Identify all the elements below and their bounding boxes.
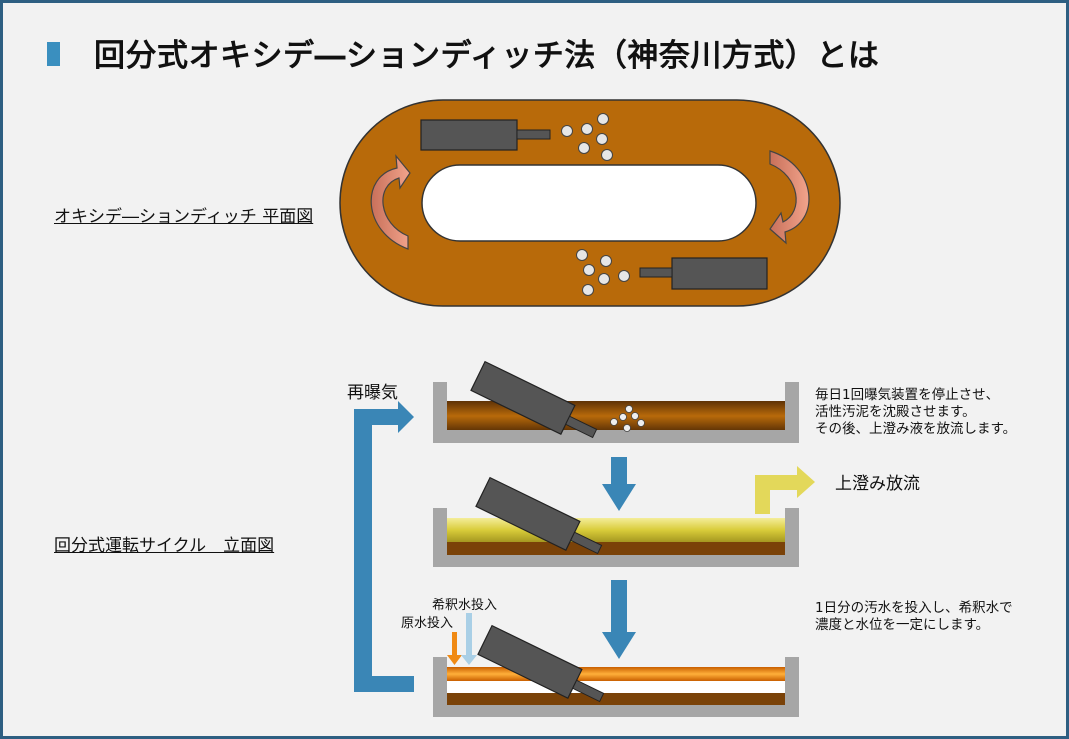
circulation-arrow-left [370,154,411,250]
settling-note-line: 毎日1回曝気装置を停止させ、 [815,387,1000,403]
discharge-label: 上澄み放流 [835,474,920,494]
tank-supernatant [433,476,799,567]
fill-note-line: 濃度と水位を一定にします。 [815,617,990,633]
settled-sludge-layer [447,542,785,555]
settling-bubbles [610,405,645,432]
activated-sludge-layer [447,401,785,431]
reaeration-label: 再曝気 [347,383,398,403]
page-title: 回分式オキシデ―ションディッチ法（神奈川方式）とは [94,38,880,74]
aerator-stopped-3 [477,624,605,703]
aerator-stopped-2 [475,476,603,555]
raw-water-label: 原水投入 [401,616,454,631]
aerator-bottom [639,257,768,290]
tank-settling [433,360,799,443]
settling-note-line: その後、上澄み液を放流します。 [815,421,1017,437]
air-bubbles-bottom [576,249,630,296]
tank-wall [433,382,799,443]
air-bubbles-top [561,113,613,161]
aerator-top [420,119,551,151]
supernatant-layer [447,518,785,542]
tank-wall [433,508,799,567]
tank-fill [433,624,799,717]
process-arrow-down-1 [602,457,636,511]
diluted-water-layer [447,681,785,693]
fill-note-line: 1日分の汚水を投入し、希釈水で [815,600,1013,616]
dilution-water-inflow-arrow [461,613,477,665]
tank-wall [433,657,799,717]
ditch-center-island [421,164,757,242]
aerator-stopped-1 [470,360,598,439]
settling-note-line: 活性汚泥を沈殿させます。 [815,404,976,420]
bottom-sludge-layer [447,693,785,705]
circulation-arrow-right [769,150,810,245]
discharge-arrow [755,466,815,514]
process-arrow-down-2 [602,580,636,659]
raw-water-inflow-arrow [447,632,462,665]
dilution-water-label: 希釈水投入 [432,598,498,613]
fill-note: 1日分の汚水を投入し、希釈水で 濃度と水位を一定にします。 [815,600,1013,634]
reaeration-return-arrow [354,401,414,692]
settling-note: 毎日1回曝気装置を停止させ、 活性汚泥を沈殿させます。 その後、上澄み液を放流し… [815,387,1016,438]
title-marker [47,42,60,66]
elevation-view-caption: 回分式運転サイクル 立面図 [54,536,275,556]
plan-view-caption: オキシデ―ションディッチ 平面図 [54,207,314,227]
plan-view [339,99,841,307]
raw-water-layer [447,667,785,681]
